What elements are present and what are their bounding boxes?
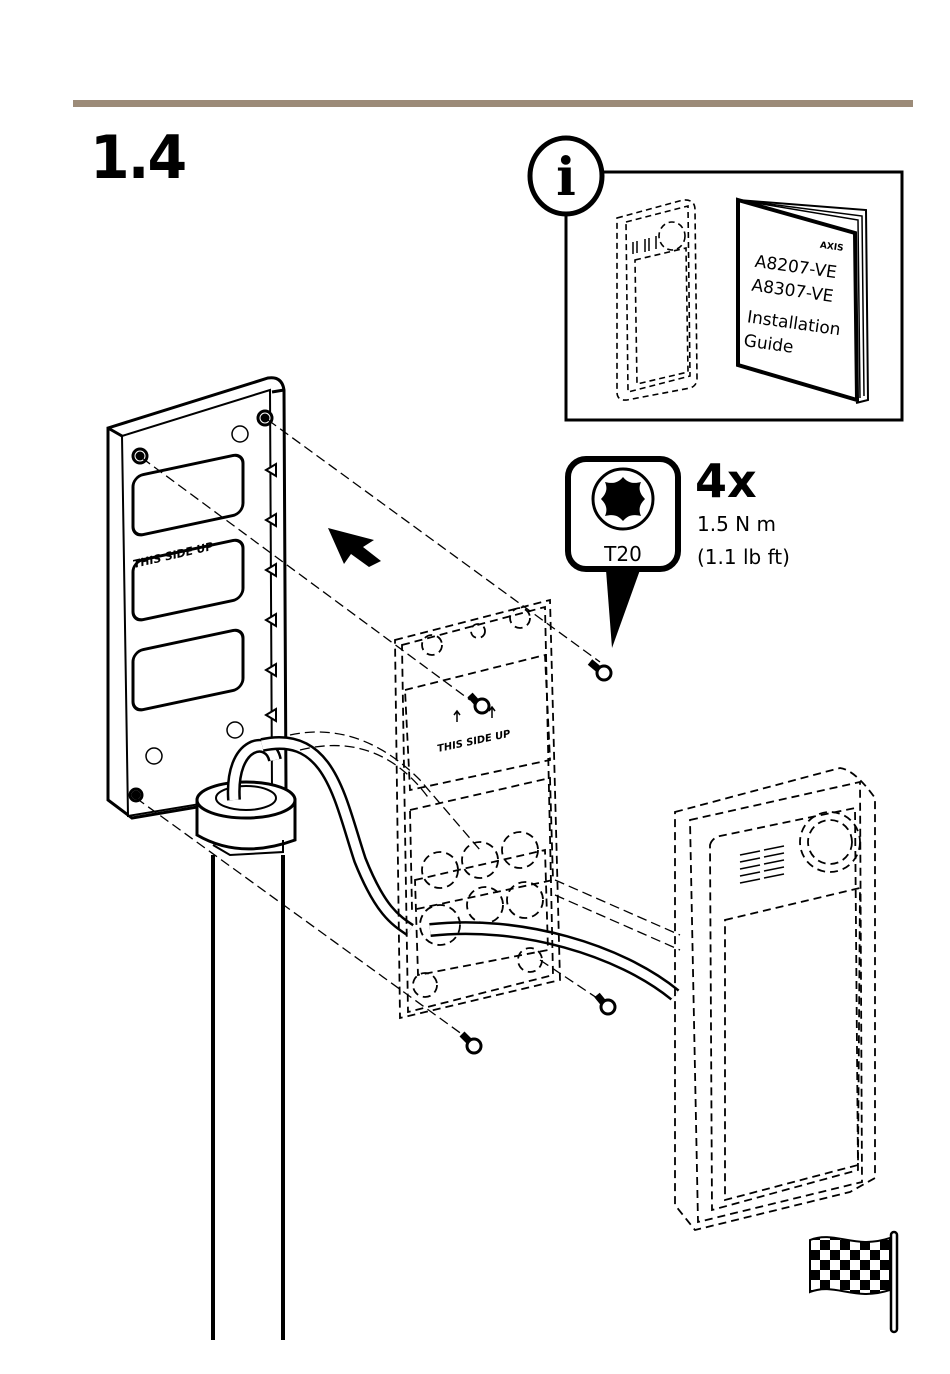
info-icon: i xyxy=(530,138,602,214)
cable xyxy=(234,743,675,995)
torque-metric: 1.5 N m xyxy=(697,512,776,536)
speaker-grille xyxy=(740,846,784,883)
speaker-grille-small xyxy=(633,236,656,254)
torx-bit-icon xyxy=(593,469,653,529)
intercom-device xyxy=(675,768,875,1230)
screw xyxy=(470,695,489,713)
info-glyph: i xyxy=(556,147,576,208)
arrow-up-left-icon xyxy=(328,528,381,567)
screw xyxy=(597,995,615,1014)
bracket-orientation-label: THIS SIDE UP xyxy=(436,729,512,755)
screw xyxy=(462,1034,481,1053)
checkered-flag-icon xyxy=(810,1232,897,1332)
torque-imperial: (1.1 lb ft) xyxy=(697,545,790,569)
info-box: i AXIS A8207-VE A8307-VE Installation xyxy=(530,138,902,420)
installation-guide-booklet: AXIS A8207-VE A8307-VE Installation Guid… xyxy=(738,200,868,403)
screw-quantity: 4x xyxy=(695,454,757,508)
torx-bit-size: T20 xyxy=(603,542,642,566)
screw xyxy=(590,662,611,680)
tool-callout: T20 4x 1.5 N m (1.1 lb ft) xyxy=(568,454,790,648)
device-outline-small xyxy=(617,200,697,400)
pole xyxy=(213,855,283,1340)
cable-grommet xyxy=(197,782,295,855)
